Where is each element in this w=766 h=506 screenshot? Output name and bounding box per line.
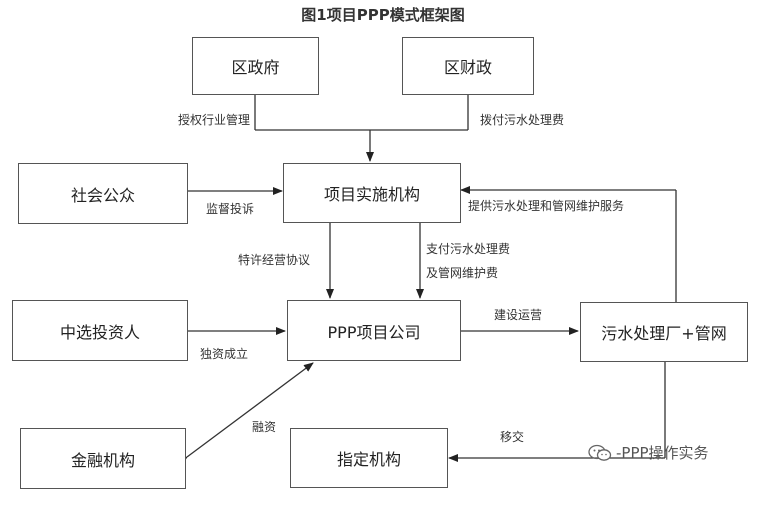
supervise-label: 监督投诉 <box>206 202 255 216</box>
public-box: 社会公众 <box>18 163 188 224</box>
district-finance-box: 区财政 <box>402 37 534 95</box>
district-government-box: 区政府 <box>192 37 319 95</box>
authorize-label: 授权行业管理 <box>178 113 251 127</box>
financial-institution-box: 金融机构 <box>20 428 186 489</box>
pay-fee-line2-label: 及管网维护费 <box>426 266 499 280</box>
sewage-plant-box: 污水处理厂+管网 <box>580 302 748 362</box>
designated-agency-box: 指定机构 <box>290 428 448 488</box>
ppp-company-box: PPP项目公司 <box>287 300 461 361</box>
build-operate-label: 建设运营 <box>494 308 543 322</box>
pay-fee-top-label: 拨付污水处理费 <box>480 113 565 127</box>
watermark: -PPP操作实务 <box>588 442 709 463</box>
financing-label: 融资 <box>252 420 277 434</box>
selected-investor-box: 中选投资人 <box>12 300 188 361</box>
invest-label: 独资成立 <box>200 347 249 361</box>
implementing-agency-box: 项目实施机构 <box>283 163 461 223</box>
watermark-text: -PPP操作实务 <box>616 444 709 462</box>
diagram-title: 图1项目PPP模式框架图 <box>301 6 465 24</box>
provide-service-label: 提供污水处理和管网维护服务 <box>468 199 625 213</box>
transfer-label: 移交 <box>500 430 525 444</box>
wechat-icon <box>588 444 612 461</box>
pay-fee-line1-label: 支付污水处理费 <box>426 242 511 256</box>
concession-label: 特许经营协议 <box>238 253 311 267</box>
